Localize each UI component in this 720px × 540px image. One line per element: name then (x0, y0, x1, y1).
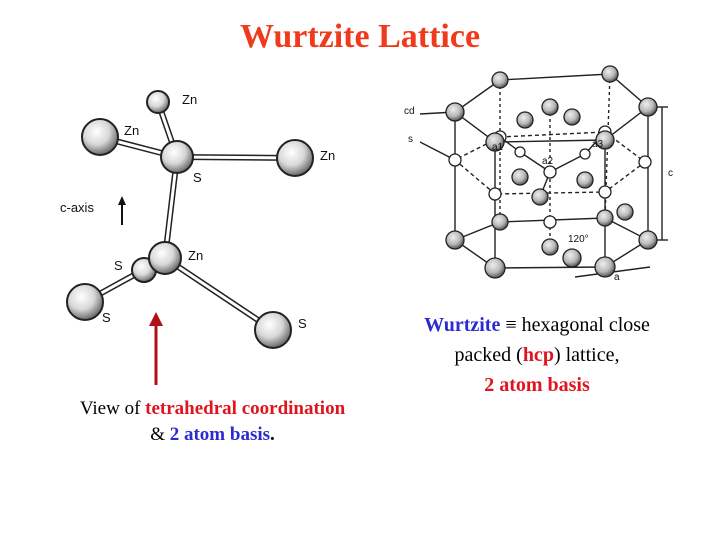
label-zn-right: Zn (320, 148, 335, 163)
caption-left-amp: & (150, 424, 170, 445)
page-title: Wurtzite Lattice (239, 18, 481, 55)
atom-zn-left (81, 118, 119, 156)
red-arrow (149, 312, 163, 385)
c-axis-label: c-axis (60, 200, 94, 215)
atom-zn-top (146, 90, 170, 114)
label-zn-top: Zn (182, 92, 197, 107)
label-s-behind: S (114, 258, 123, 273)
atom-s-left (66, 283, 104, 321)
label-s-right: S (298, 316, 307, 331)
caption-right-basis: 2 atom basis (484, 374, 590, 396)
caption-left: View of tetrahedral coordination & 2 ato… (40, 396, 385, 448)
caption-right-hcp: hcp (522, 344, 554, 366)
caption-right: Wurtzite ≡ hexagonal close packed (hcp) … (382, 310, 692, 400)
label-s: s (408, 134, 413, 145)
caption-right-lattice: ) lattice, (553, 344, 620, 366)
caption-left-tetrahedral: tetrahedral coordination (145, 398, 346, 419)
zn-atoms (445, 65, 658, 279)
tetrahedral-diagram: Zn Zn Zn S Zn S S S c-axis (60, 90, 335, 349)
label-a2: a2 (542, 156, 554, 167)
label-s-upper: S (193, 170, 202, 185)
label-120: 120° (568, 234, 589, 245)
atom-s-right (254, 311, 292, 349)
caption-right-equiv: ≡ hexagonal close (500, 314, 650, 336)
caption-left-period: . (270, 424, 275, 445)
caption-right-packed: packed ( (454, 344, 523, 366)
label-zn-left: Zn (124, 123, 139, 138)
caption-left-basis: 2 atom basis (169, 424, 271, 445)
label-a: a (614, 272, 620, 282)
caption-left-prefix: View of (79, 398, 146, 419)
label-a3: a3 (592, 139, 604, 150)
atom-s-upper (160, 140, 194, 174)
label-a1: a1 (492, 142, 504, 153)
hexagonal-cell-diagram: cd s a1 a2 a3 c 120° a (404, 65, 673, 282)
atom-zn-right (276, 139, 314, 177)
label-cd: cd (404, 106, 415, 117)
caption-right-wurtzite: Wurtzite (424, 314, 501, 336)
label-s-left: S (102, 310, 111, 325)
label-c: c (668, 168, 673, 179)
label-zn-center: Zn (188, 248, 203, 263)
atom-zn-center (148, 241, 182, 275)
